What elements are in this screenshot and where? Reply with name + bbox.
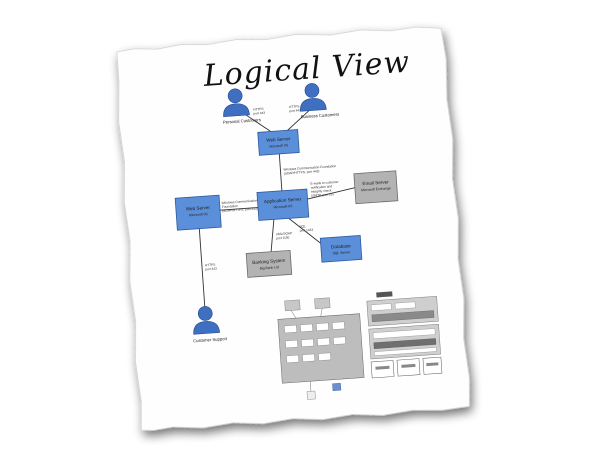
node-web-server-left[interactable]: Web Server Microsoft IIS (174, 194, 222, 231)
edge-label: Windows Communication (221, 199, 257, 206)
node-title: Application Server (264, 196, 302, 204)
person-icon (223, 88, 250, 118)
edge-app-db (288, 218, 321, 244)
edge-label: HTTPS (205, 263, 216, 268)
node-title: Email Server (362, 179, 389, 186)
edge-app-email (307, 187, 355, 200)
node-web-server[interactable]: Web Server Microsoft IIS (257, 129, 300, 156)
edge-label: Windows Communication Foundation (283, 164, 336, 172)
connectors (198, 108, 355, 307)
edge-label: port 443 (289, 108, 301, 113)
actor-customer-support[interactable]: Customer Support (191, 305, 228, 343)
node-subtitle: SQL Server (332, 250, 351, 255)
edge-label: notification and (311, 184, 333, 190)
edge-label: E-mails to customer (310, 180, 339, 186)
actor-label: Personal Customers (223, 117, 261, 125)
node-subtitle: Microsoft IIS (189, 212, 209, 217)
edge-label: HTTPS (289, 104, 300, 109)
edge-labels: HTTPS port 443 HTTPS port 443 Windows Co… (205, 104, 340, 272)
person-icon (193, 306, 220, 335)
actor-business-customers[interactable]: Business Customers (299, 82, 340, 120)
node-database[interactable]: Database SQL Server (319, 235, 363, 263)
thumbnail-diagram-deployment (277, 297, 365, 400)
edge-label: (SOAP/HTTPS, port 443) (222, 207, 258, 213)
actor-label: Business Customers (301, 112, 340, 120)
person-icon (300, 83, 327, 112)
edge-label: Foundation (222, 204, 238, 209)
edge-business-web (287, 108, 312, 131)
node-subtitle: Big Bank Ltd (259, 265, 279, 270)
node-banking-system[interactable]: Banking System Big Bank Ltd (245, 249, 293, 278)
node-title: Banking System (252, 258, 286, 265)
edge-label: integrity check (311, 188, 332, 193)
node-title: Web Server (186, 205, 211, 212)
node-title: Database (331, 243, 351, 249)
edge-label: port 443 (205, 267, 217, 272)
node-subtitle: Microsoft Exchange (361, 186, 391, 192)
actor-personal-customers[interactable]: Personal Customers (221, 87, 261, 125)
edge-label: SQL (299, 224, 306, 228)
edge-personal-web (243, 112, 271, 132)
node-subtitle: Microsoft IIS (273, 204, 293, 209)
node-subtitle: Microsoft IIS (269, 143, 289, 148)
thumbnail-diagram-layers (366, 291, 443, 379)
edge-app-bank (270, 219, 275, 252)
edge-label: XML/SOAP (276, 231, 293, 236)
edge-label: port 1150 (276, 235, 290, 240)
actor-label: Customer Support (193, 336, 228, 343)
edge-web-app (278, 153, 283, 191)
edge-leftweb-app (220, 207, 259, 211)
edge-support-leftweb (198, 228, 206, 307)
edge-label: port 443 (253, 111, 265, 116)
node-application-server[interactable]: Application Server Microsoft IIS (256, 188, 310, 221)
edge-label: HTTPS (253, 107, 264, 112)
edge-label: (SOAP/HTTPS, port 443) (284, 169, 320, 175)
node-email-server[interactable]: Email Server Microsoft Exchange (353, 170, 399, 205)
node-title: Web Server (266, 136, 291, 143)
edge-label: (SMTP, port 25) (311, 192, 333, 198)
edge-label: port 1433 (300, 228, 314, 233)
